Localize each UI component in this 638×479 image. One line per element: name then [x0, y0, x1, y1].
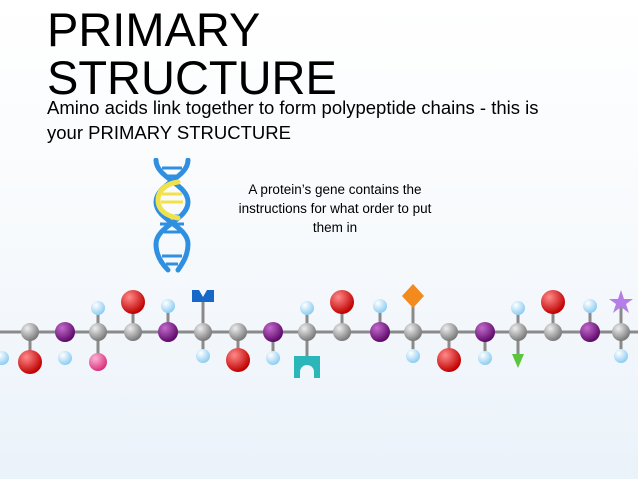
- oxygen-atoms: [18, 290, 565, 374]
- side-bonds: [28, 300, 623, 360]
- side-chain-pink: [89, 353, 107, 371]
- title-line-1: PRIMARY: [47, 3, 261, 56]
- side-chain-green: [512, 354, 524, 368]
- gene-caption: A protein’s gene contains the instructio…: [238, 182, 432, 235]
- side-chain-teal: [294, 356, 320, 378]
- slide-title: PRIMARY STRUCTURE: [47, 6, 407, 102]
- side-chain-orange: [402, 284, 424, 308]
- title-line-2: STRUCTURE: [47, 51, 337, 104]
- amino-acid-chain: [0, 284, 638, 378]
- side-chain-navy: [192, 290, 214, 302]
- side-chain-lavender: [609, 290, 633, 313]
- hydrogen-atoms: [0, 299, 628, 365]
- dna-helix-icon: [153, 158, 191, 273]
- backbone-atoms: [21, 322, 630, 342]
- body-text: Amino acids link together to form polype…: [47, 97, 539, 143]
